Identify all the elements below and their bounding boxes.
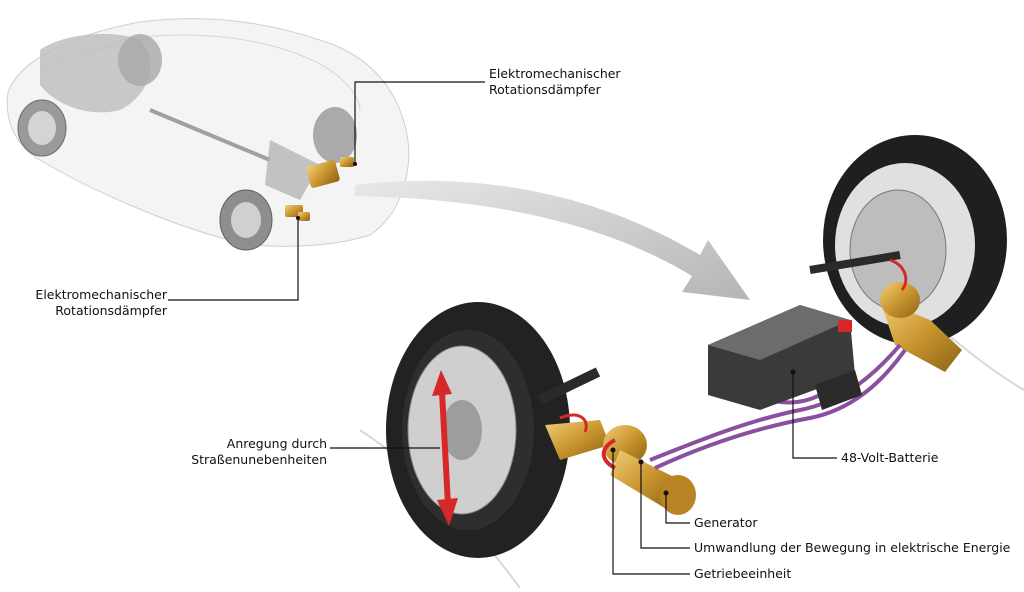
label-battery: 48-Volt-Batterie xyxy=(841,450,939,465)
battery-icon xyxy=(708,305,862,410)
leader-lines xyxy=(168,81,837,575)
label-damper-left-line2: Rotationsdämpfer xyxy=(55,303,167,318)
label-damper-top: Elektromechanischer Rotationsdämpfer xyxy=(489,66,621,98)
label-road-excitation-line1: Anregung durch xyxy=(226,436,327,451)
label-damper-left: Elektromechanischer Rotationsdämpfer xyxy=(35,287,167,319)
label-road-excitation-line2: Straßenunebenheiten xyxy=(191,452,327,467)
left-rotational-damper-icon xyxy=(545,413,696,515)
zoom-arrow-icon xyxy=(355,180,750,300)
right-wheel-icon xyxy=(809,135,1007,345)
label-conversion: Umwandlung der Bewegung in elektrische E… xyxy=(694,540,1011,555)
label-damper-top-line1: Elektromechanischer xyxy=(489,66,621,81)
right-rotational-damper-icon xyxy=(880,258,962,372)
left-wheel-icon xyxy=(386,302,601,558)
label-road-excitation: Anregung durch Straßenunebenheiten xyxy=(191,436,327,468)
label-gear-unit: Getriebeeinheit xyxy=(694,566,792,581)
overview-car-icon xyxy=(6,18,410,251)
label-damper-left-line1: Elektromechanischer xyxy=(35,287,167,302)
label-generator: Generator xyxy=(694,515,758,530)
label-damper-top-line2: Rotationsdämpfer xyxy=(489,82,601,97)
excitation-arrow-icon xyxy=(432,370,458,526)
